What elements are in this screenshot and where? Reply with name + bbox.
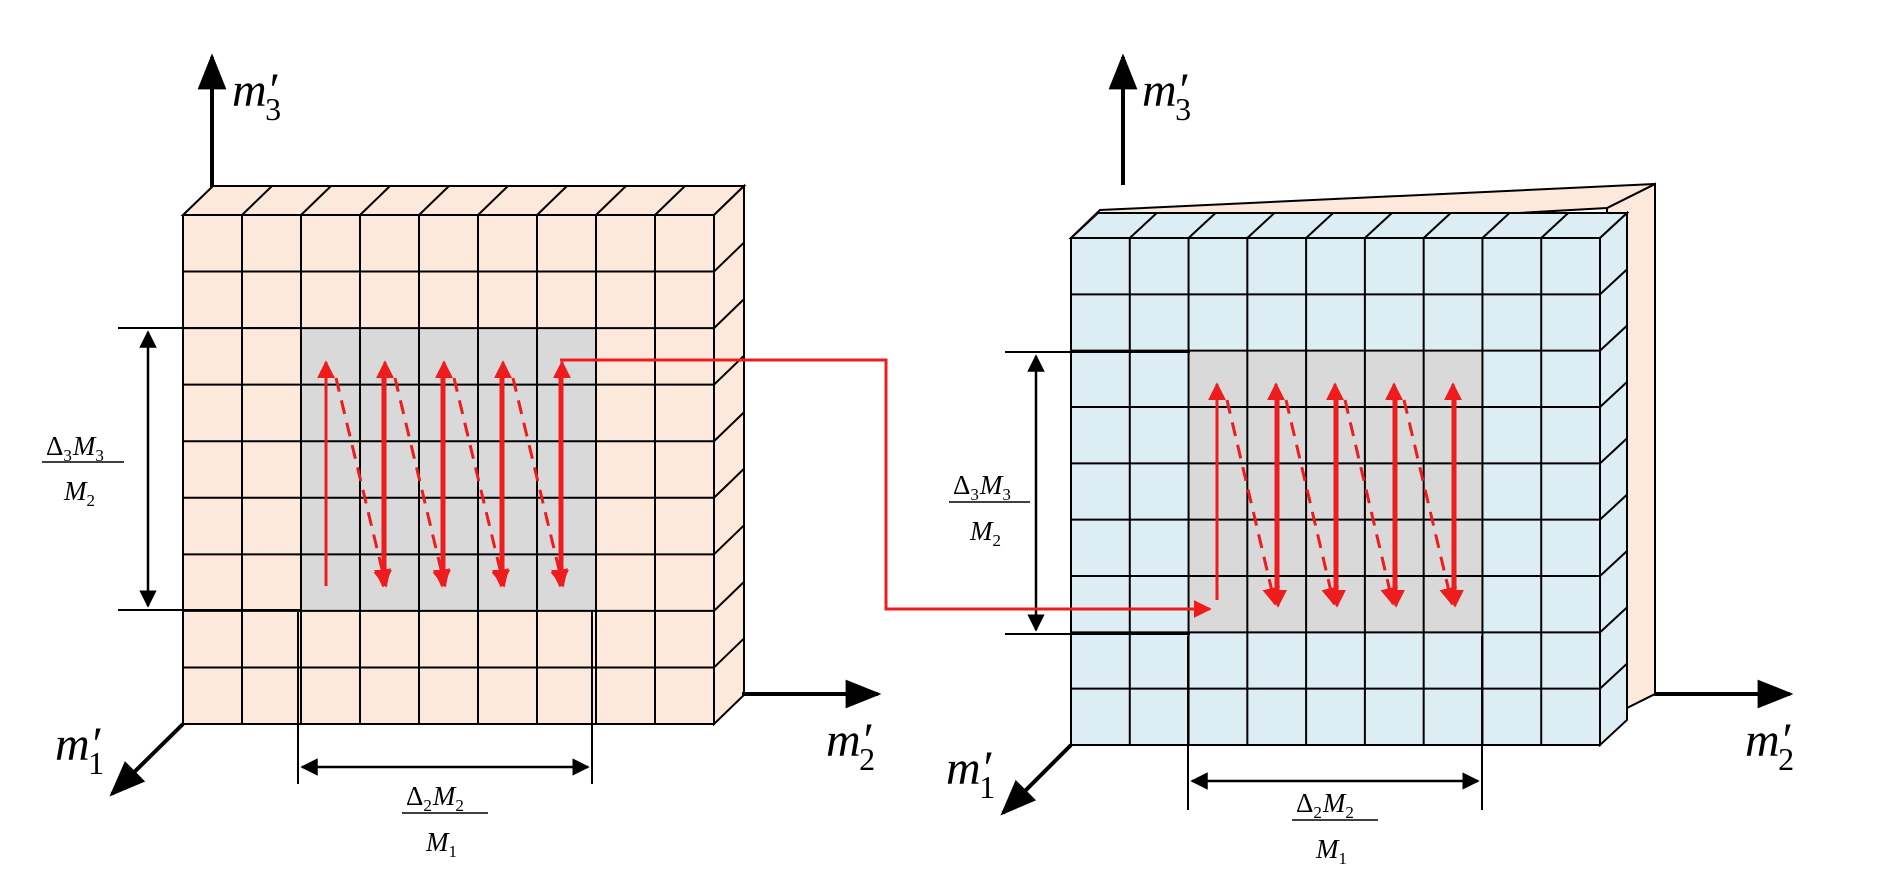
right-tensor-panel: m′3 m′2 m′1 Δ3M3 M2 Δ2M2 M1 — [946, 53, 1794, 868]
axis-label-m2: m′2 — [1745, 714, 1794, 777]
dashed-diagonal-arrow — [393, 377, 450, 588]
dashed-diagonal-arrow — [1225, 399, 1281, 606]
top-grid-line — [241, 185, 273, 216]
left-traversal-arrows — [317, 360, 571, 588]
height-fraction: Δ3M3 M2 — [949, 470, 1030, 550]
side-grid-line — [713, 241, 745, 273]
left-tensor-panel: m′3 m′2 m′1 Δ3M3 M2 Δ2M2 M1 — [42, 53, 882, 861]
svg-text:M1: M1 — [1315, 834, 1347, 868]
top-grid-line — [1129, 212, 1158, 239]
axis-label-m2: m′2 — [826, 714, 875, 777]
top-grid-line — [1246, 212, 1276, 239]
svg-text:Δ3M3: Δ3M3 — [953, 470, 1011, 504]
side-grid-line — [713, 468, 745, 499]
axis-label-m3: m′3 — [1142, 64, 1191, 127]
top-grid-line — [536, 185, 568, 216]
dashed-diagonal-arrow — [1343, 399, 1399, 606]
top-grid-line — [1305, 212, 1334, 239]
svg-text:M2: M2 — [969, 516, 1001, 550]
side-grid-line — [713, 637, 745, 669]
side-grid-line — [1599, 268, 1628, 296]
side-grid-line — [1599, 662, 1628, 690]
cube-side-face — [1599, 210, 1628, 748]
left-grid-cube — [180, 183, 747, 727]
side-grid-line — [713, 581, 745, 612]
m1-axis-line — [109, 722, 185, 797]
top-grid-line — [1187, 212, 1217, 239]
svg-text:M2: M2 — [63, 476, 95, 510]
top-grid-line — [595, 185, 627, 216]
right-traversal-arrows — [1208, 382, 1464, 608]
width-fraction: Δ2M2 M1 — [1292, 788, 1378, 868]
svg-text:Δ2M2: Δ2M2 — [1296, 788, 1354, 822]
side-grid-line — [1599, 606, 1628, 634]
side-grid-line — [1599, 550, 1628, 577]
svg-text:Δ2M2: Δ2M2 — [406, 781, 464, 815]
highlight-block — [301, 328, 596, 611]
dashed-diagonal-arrow — [511, 377, 568, 588]
connector-arrow — [560, 358, 1212, 618]
top-grid-line — [1422, 212, 1452, 239]
dashed-diagonal-arrow — [1402, 399, 1458, 606]
top-grid-line — [418, 185, 450, 216]
dashed-diagonal-arrow — [452, 377, 509, 588]
dashed-diagonal-arrow — [1284, 399, 1340, 606]
axis-label-m1: m′1 — [946, 742, 995, 805]
height-fraction: Δ3M3 M2 — [42, 431, 124, 510]
side-grid-line — [713, 524, 745, 556]
top-grid-line — [654, 185, 686, 216]
svg-text:M1: M1 — [425, 827, 457, 861]
top-grid-line — [477, 185, 509, 216]
side-grid-line — [713, 411, 745, 442]
top-grid-line — [300, 185, 332, 216]
top-grid-line — [1481, 212, 1511, 239]
width-fraction: Δ2M2 M1 — [402, 781, 488, 861]
cube-top-face — [1068, 212, 1630, 239]
side-grid-line — [1599, 324, 1628, 352]
m1-axis-line — [1000, 743, 1073, 816]
side-grid-line — [1599, 381, 1628, 408]
dashed-diagonal-arrow — [334, 377, 391, 588]
side-grid-line — [1599, 493, 1628, 521]
axis-label-m3: m′3 — [232, 64, 281, 127]
axis-label-m1: m′1 — [55, 718, 104, 781]
side-grid-line — [713, 298, 745, 329]
right-grid-cube — [1068, 182, 1656, 748]
top-grid-line — [359, 185, 391, 216]
top-grid-line — [1540, 212, 1569, 239]
svg-text:Δ3M3: Δ3M3 — [46, 431, 104, 465]
side-grid-line — [1599, 437, 1628, 465]
top-grid-line — [1364, 212, 1393, 239]
